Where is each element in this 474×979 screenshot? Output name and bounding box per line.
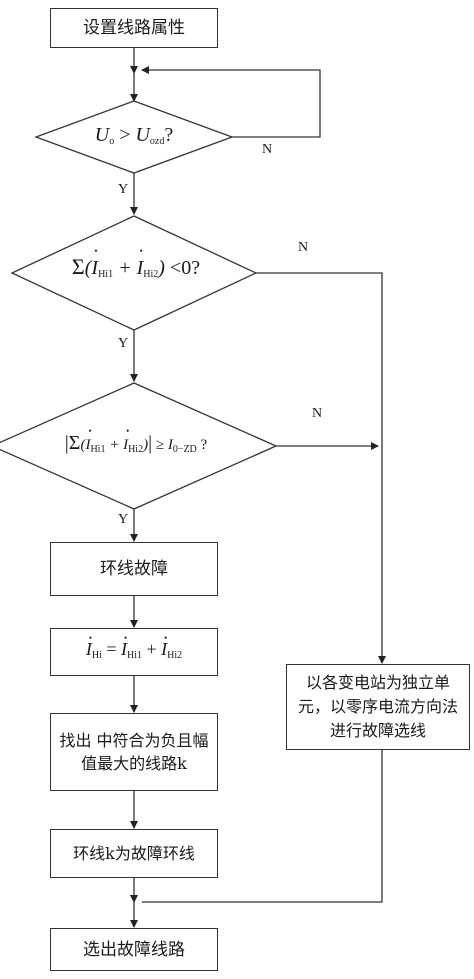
step-independent-unit: 以各变电站为独立单元，以零序电流方向法进行故障选线 bbox=[286, 664, 470, 750]
decision-current-sum-negative-label: Σ(IHi1 + IHi2) <0? bbox=[72, 246, 200, 280]
decision-zero-seq-voltage: Uo > Uozd? bbox=[56, 124, 212, 147]
step-loop-k-fault: 环线k为故障环线 bbox=[50, 829, 218, 878]
step-set-line-attributes-label: 设置线路属性 bbox=[83, 18, 185, 38]
step-loop-fault-label: 环线故障 bbox=[100, 559, 168, 579]
step-formula-box: IHi = IHi1 + IHi2 bbox=[50, 626, 218, 676]
decision-current-magnitude-label: |Σ(IHi1 + IHi2)| ≥ I0−ZD ? bbox=[65, 426, 207, 455]
step-set-line-attributes: 设置线路属性 bbox=[50, 8, 218, 48]
step-independent-unit-label: 以各变电站为独立单元，以零序电流方向法进行故障选线 bbox=[297, 673, 458, 740]
step-loop-fault: 环线故障 bbox=[50, 542, 218, 596]
step-find-line: 找出 中符合为负且幅值最大的线路k bbox=[50, 713, 218, 791]
decision-current-sum-negative: Σ(IHi1 + IHi2) <0? bbox=[36, 246, 236, 280]
branch-label-yes-1: Y bbox=[118, 182, 129, 197]
decision-zero-seq-voltage-label: Uo > Uozd? bbox=[94, 124, 174, 147]
branch-label-no-1: N bbox=[262, 142, 273, 157]
step-select-fault-line: 选出故障线路 bbox=[50, 928, 218, 971]
branch-label-yes-3: Y bbox=[118, 512, 129, 527]
step-loop-k-fault-label: 环线k为故障环线 bbox=[73, 843, 195, 863]
branch-label-no-3: N bbox=[312, 406, 323, 421]
branch-label-yes-2: Y bbox=[118, 336, 129, 351]
branch-label-no-2: N bbox=[298, 240, 309, 255]
decision-current-magnitude: |Σ(IHi1 + IHi2)| ≥ I0−ZD ? bbox=[18, 426, 254, 455]
formula-label: IHi = IHi1 + IHi2 bbox=[86, 626, 182, 668]
step-find-line-label: 找出 中符合为负且幅值最大的线路k bbox=[59, 731, 209, 773]
step-select-fault-line-label: 选出故障线路 bbox=[83, 939, 185, 960]
